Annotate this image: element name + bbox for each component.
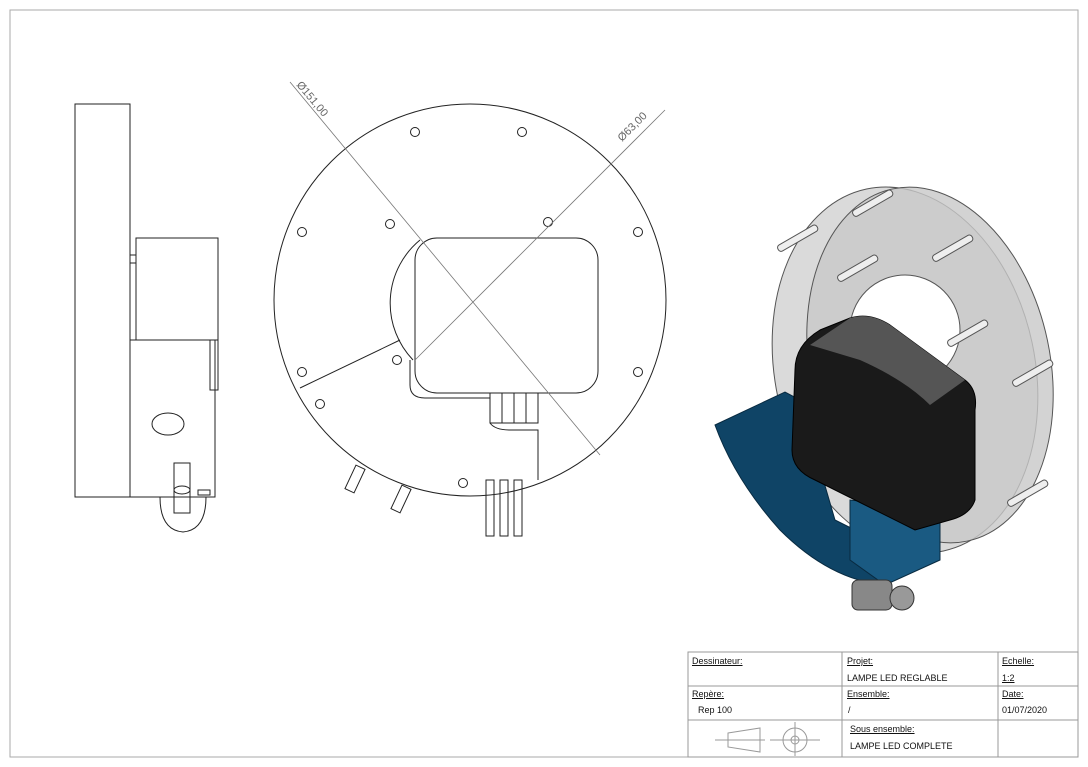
side-view: [74, 103, 219, 533]
isometric-view: [714, 186, 1054, 611]
scale-value: 1:2: [1002, 673, 1015, 683]
outer-diameter-label: Ø151,00: [294, 79, 330, 119]
project-label: Projet:: [847, 656, 874, 666]
scale-label: Echelle:: [1002, 656, 1035, 666]
projection-symbol-icon: [715, 722, 820, 756]
project-value: LAMPE LED REGLABLE: [847, 673, 948, 683]
designer-label: Dessinateur:: [692, 656, 743, 666]
front-view: [273, 81, 667, 537]
sheet-border: [9, 9, 1079, 758]
inner-diameter-label: Ø63,00: [616, 110, 650, 144]
date-label: Date:: [1002, 689, 1024, 699]
assembly-value: /: [848, 705, 851, 715]
date-value: 01/07/2020: [1002, 705, 1048, 715]
reference-value: Rep 100: [698, 705, 733, 715]
assembly-label: Ensemble:: [847, 689, 890, 699]
title-block-grid: [687, 651, 1079, 758]
reference-label: Repère:: [692, 689, 725, 699]
subassembly-label: Sous ensemble:: [850, 724, 915, 734]
subassembly-value: LAMPE LED COMPLETE: [850, 741, 953, 751]
